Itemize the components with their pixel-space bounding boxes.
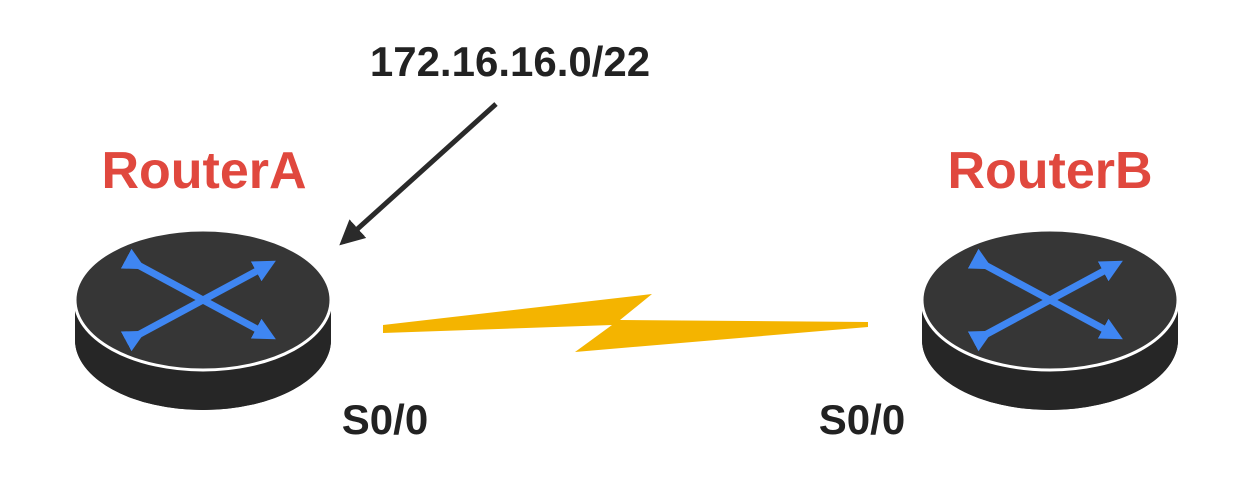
serial-link-icon: [383, 294, 868, 352]
router-icon: [920, 228, 1180, 410]
router-a-interface: S0/0: [342, 396, 428, 443]
pointer-arrow-icon: [339, 102, 498, 246]
router-a-name: RouterA: [101, 142, 306, 200]
network-label: 172.16.16.0/22: [370, 38, 650, 85]
router-b-name: RouterB: [947, 142, 1152, 200]
router-icon: [73, 228, 333, 410]
router-b-interface: S0/0: [819, 396, 905, 443]
